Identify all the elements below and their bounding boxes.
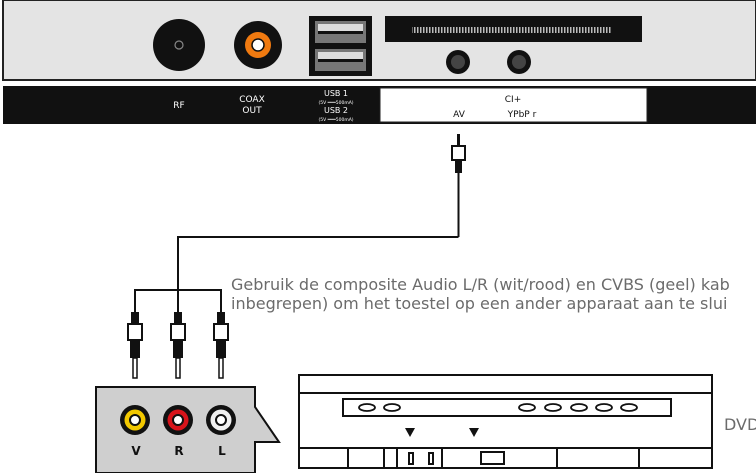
- av-jack: [446, 50, 470, 74]
- coax-label-line2: OUT: [242, 106, 262, 116]
- dvd-buttons: [358, 403, 638, 412]
- rf-connector: [153, 19, 205, 71]
- description-line1: Gebruik de composite Audio L/R (wit/rood…: [231, 275, 730, 294]
- device-label: DVD: [724, 415, 756, 434]
- rca-plug-r: [170, 312, 186, 379]
- ci-slot: [385, 16, 642, 42]
- rca-plug-v: [127, 312, 143, 379]
- coax-label-line1: COAX: [239, 95, 265, 105]
- ypbpr-jack: [507, 50, 531, 74]
- tv-back-panel: [2, 0, 756, 81]
- rca-jack-panel: V R L: [95, 386, 281, 473]
- down-triangle-icon: [405, 428, 415, 437]
- usb1-rating: (5V ═══500mA): [318, 100, 353, 106]
- usb1-label: USB 1: [324, 89, 348, 98]
- usb2-label: USB 2: [324, 106, 348, 115]
- ypbpr-label: YPbP r: [507, 110, 537, 120]
- red-jack: [163, 405, 193, 435]
- usb2-rating: (5V ═══500mA): [318, 117, 353, 123]
- av-label: AV: [453, 110, 466, 120]
- jack-label-v: V: [131, 444, 141, 458]
- description-line2: inbegrepen) om het toestel op een ander …: [231, 294, 727, 313]
- rf-label: RF: [173, 101, 184, 111]
- ci-label: CI+: [505, 95, 521, 105]
- av-plug-top: [451, 134, 466, 237]
- coax-connector: [234, 21, 282, 69]
- connector-label-bar: RF COAX OUT USB 1 (5V ═══500mA) USB 2 (5…: [3, 86, 756, 124]
- dvd-device: [298, 374, 713, 469]
- usb-ports: [309, 16, 372, 76]
- jack-label-r: R: [174, 444, 183, 458]
- av-cable: [134, 236, 459, 312]
- ci-label-box: [379, 87, 648, 123]
- jack-label-l: L: [218, 444, 226, 458]
- white-jack: [206, 405, 236, 435]
- down-triangle-icon: [469, 428, 479, 437]
- panel-body: [2, 0, 756, 81]
- yellow-jack: [120, 405, 150, 435]
- rca-plug-l: [213, 312, 229, 379]
